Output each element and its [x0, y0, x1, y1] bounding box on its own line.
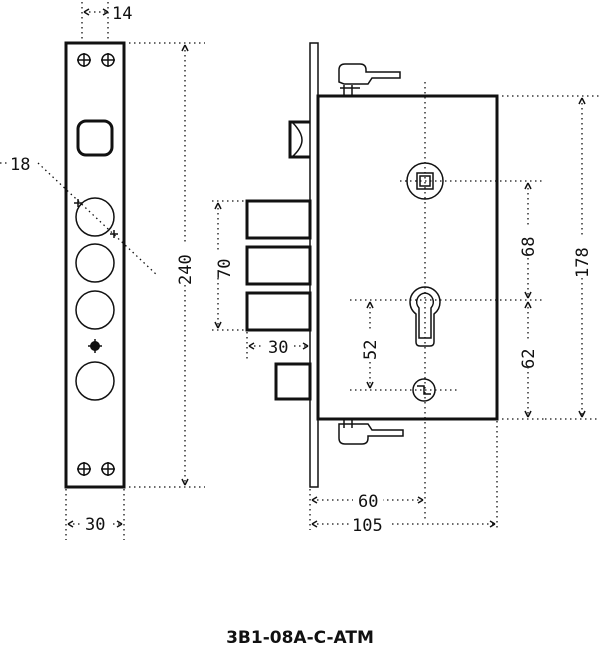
dim-bolt-projection: 30 — [268, 338, 288, 358]
bolt-hole — [75, 197, 115, 237]
latch-window — [76, 119, 114, 157]
screw-icon — [101, 53, 115, 67]
lock-body-view: 70 30 52 68 62 178 60 — [210, 42, 600, 536]
top-lever — [338, 63, 401, 85]
dim-faceplate-top-spacing: 14 — [112, 4, 132, 24]
screw-icon — [88, 339, 102, 353]
dead-bolt — [245, 245, 312, 286]
faceplate-outline — [64, 41, 126, 489]
bottom-lever — [338, 423, 404, 445]
dim-case-depth: 105 — [352, 516, 383, 536]
dim-spindle-to-keyhole: 68 — [519, 237, 539, 257]
dead-bolt — [245, 291, 312, 332]
bolt-hole — [75, 361, 115, 401]
screw-icon — [77, 462, 91, 476]
dim-hole-diameter: 18 — [10, 155, 30, 175]
bolt-hole — [75, 243, 115, 283]
screw-icon — [101, 462, 115, 476]
lock-case — [316, 94, 499, 421]
dim-keyhole-to-bottom: 62 — [519, 349, 539, 369]
dim-keyhole-to-lower-spindle: 52 — [361, 340, 381, 360]
bolt-hole — [75, 290, 115, 330]
dim-case-height: 178 — [573, 247, 593, 278]
latch-bolt — [288, 120, 310, 159]
faceplate-view: 14 18 240 30 — [0, 2, 205, 540]
dead-bolt — [245, 199, 312, 240]
dim-backset: 60 — [358, 492, 378, 512]
dim-bolt-group-height: 70 — [215, 259, 235, 279]
cylinder-keyhole — [409, 286, 441, 347]
screw-icon — [77, 53, 91, 67]
dim-faceplate-width: 30 — [85, 515, 105, 535]
model-code: 3B1-08A-C-ATM — [226, 628, 374, 648]
dim-faceplate-height: 240 — [176, 254, 196, 285]
auxiliary-bolt — [274, 362, 312, 401]
